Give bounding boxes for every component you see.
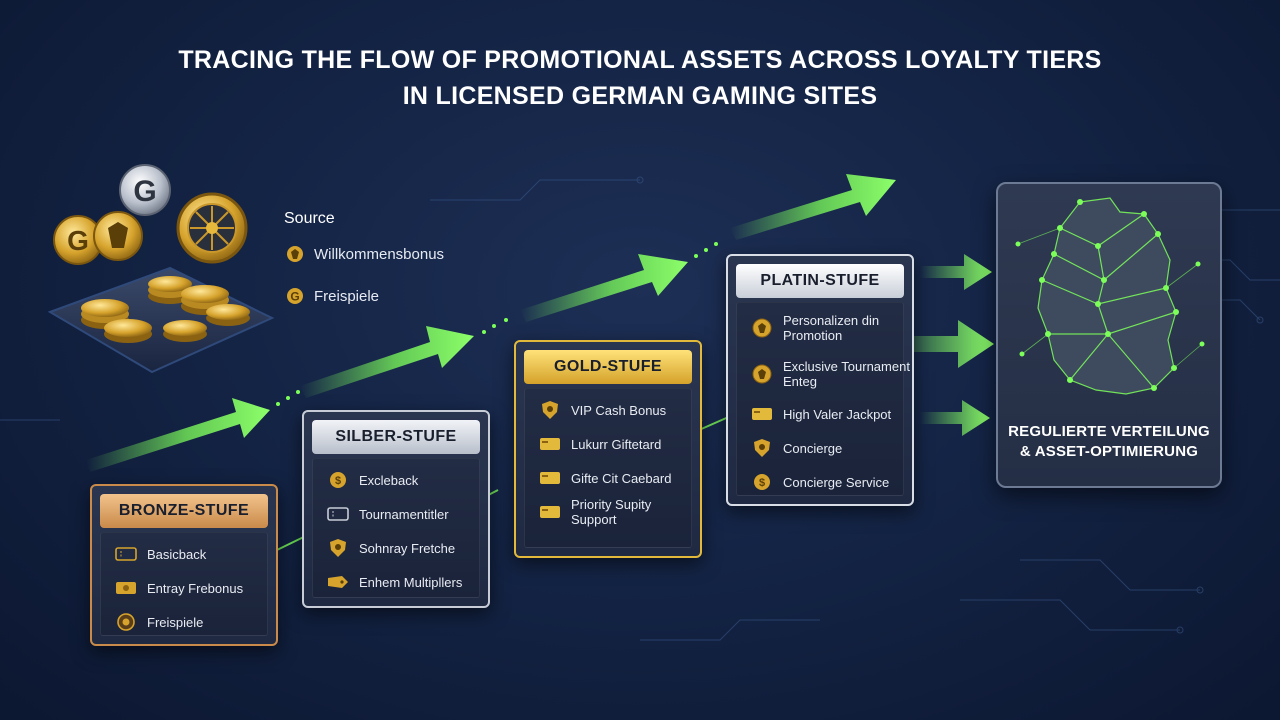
- svg-text:G: G: [67, 225, 89, 256]
- eagle-coin-icon: [284, 243, 306, 265]
- tier-item: VIP Cash Bonus: [539, 399, 683, 421]
- shield-icon: [751, 437, 773, 459]
- tier-item: Lukurr Giftetard: [539, 433, 683, 455]
- tier-body: Basicback Entray Frebonus Freispiele: [100, 532, 268, 636]
- tier-item: Enhem Multipllers: [327, 571, 471, 593]
- tier-item-label: Tournamentitler: [359, 506, 449, 522]
- dollar-coin-icon: $: [751, 471, 773, 493]
- destination-line-2: & ASSET-OPTIMIERUNG: [1019, 443, 1199, 460]
- card-icon: [751, 403, 773, 425]
- tier-item-label: Lukurr Giftetard: [571, 436, 662, 452]
- medal-icon: [115, 611, 137, 633]
- tier-item-label: Gifte Cit Caebard: [571, 470, 672, 486]
- page-title: TRACING THE FLOW OF PROMOTIONAL ASSETS A…: [0, 42, 1280, 114]
- germany-map-icon: [1015, 197, 1205, 395]
- card-icon: [539, 467, 561, 489]
- eagle-coin-large: [93, 211, 143, 261]
- source-item-label: Willkommensbonus: [314, 245, 445, 263]
- tier-item-label: Sohnray Fretche: [359, 540, 456, 556]
- card-icon: [539, 501, 561, 523]
- destination-caption: REGULIERTE VERTEILUNG & ASSET-OPTIMIERUN…: [998, 422, 1220, 462]
- destination-line-1: REGULIERTE VERTEILUNG: [1008, 423, 1210, 440]
- tier-title: SILBER-STUFE: [312, 420, 480, 454]
- tier-title: BRONZE-STUFE: [100, 494, 268, 528]
- eagle-coin-icon: [751, 317, 773, 339]
- svg-text:G: G: [290, 290, 299, 304]
- tier-item-label: Concierge Service: [783, 474, 890, 490]
- svg-text:$: $: [335, 475, 341, 487]
- source-legend: Source Willkommensbonus G Freispiele: [284, 210, 504, 326]
- title-line-1: TRACING THE FLOW OF PROMOTIONAL ASSETS A…: [178, 46, 1102, 74]
- shield-icon: [539, 399, 561, 421]
- destination-map-card: REGULIERTE VERTEILUNG & ASSET-OPTIMIERUN…: [996, 182, 1222, 488]
- svg-text:$: $: [759, 477, 765, 489]
- source-label: Source: [284, 210, 335, 227]
- tier-title: PLATIN-STUFE: [736, 264, 904, 298]
- ticket-icon: [115, 543, 137, 565]
- source-item-willkommensbonus: Willkommensbonus: [284, 242, 504, 266]
- wheel-coin: [176, 192, 248, 264]
- tier-item-label: Excleback: [359, 472, 419, 488]
- tier-item: $ Excleback: [327, 469, 471, 491]
- tier-item-label: VIP Cash Bonus: [571, 402, 667, 418]
- tier-item: Concierge: [751, 437, 895, 459]
- tier-card-gold: GOLD-STUFE VIP Cash Bonus Lukurr Gifteta…: [514, 340, 702, 558]
- flow-arrow-3: [520, 254, 688, 322]
- tier-item: Personalizen din Promotion: [751, 313, 901, 343]
- tier-body: VIP Cash Bonus Lukurr Giftetard Gifte Ci…: [524, 388, 692, 548]
- flow-arrow-4: [730, 174, 896, 240]
- tier-item-label: Concierge: [783, 440, 843, 456]
- flow-arrow-2: [300, 326, 474, 398]
- g-coin-large: G: [53, 215, 103, 265]
- coin-stack-illustration: G G: [47, 164, 275, 374]
- tier-item-label: Personalizen din Promotion: [783, 313, 880, 343]
- tier-item-label: Entray Frebonus: [147, 580, 244, 596]
- tier-item: Tournamentitler: [327, 503, 471, 525]
- dollar-coin-icon: $: [327, 469, 349, 491]
- map-arrows: [890, 254, 994, 436]
- tier-item: Sohnray Fretche: [327, 537, 471, 559]
- coin-stacks: [81, 276, 250, 343]
- tier-item-label: Exclusive Tournament Enteg: [783, 359, 910, 389]
- source-item-label: Freispiele: [314, 287, 380, 305]
- tier-card-platin: PLATIN-STUFE Personalizen din Promotion …: [726, 254, 914, 506]
- tier-item-label: Enhem Multipllers: [359, 574, 463, 590]
- flow-dots: [276, 242, 718, 406]
- eagle-coin-icon: [751, 363, 773, 385]
- tier-item: Exclusive Tournament Enteg: [751, 359, 911, 389]
- source-item-freispiele: G Freispiele: [284, 284, 504, 308]
- tier-item-label: Basicback: [147, 546, 207, 562]
- tier-title: GOLD-STUFE: [524, 350, 692, 384]
- tier-item-label: Freispiele: [147, 614, 204, 630]
- tier-body: $ Excleback Tournamentitler Sohnray Fret…: [312, 458, 480, 598]
- tier-card-bronze: BRONZE-STUFE Basicback Entray Frebonus F…: [90, 484, 278, 646]
- svg-text:G: G: [133, 175, 156, 208]
- tier-body: Personalizen din Promotion Exclusive Tou…: [736, 302, 910, 496]
- tier-card-silber: SILBER-STUFE $ Excleback Tournamentitler…: [302, 410, 490, 608]
- cash-icon: [115, 577, 137, 599]
- tag-icon: [327, 571, 349, 593]
- g-coin-icon: G: [284, 285, 306, 307]
- tier-item: Freispiele: [115, 611, 259, 633]
- g-silver-coin: G: [119, 164, 171, 216]
- card-icon: [539, 433, 561, 455]
- flow-arrow-1: [86, 398, 270, 472]
- tier-item: Entray Frebonus: [115, 577, 259, 599]
- ticket-icon: [327, 503, 349, 525]
- tier-item-label: Priority Supity Support: [571, 497, 652, 527]
- tier-item: $ Concierge Service: [751, 471, 895, 493]
- shield-icon: [327, 537, 349, 559]
- tier-item: Basicback: [115, 543, 259, 565]
- tier-item: High Valer Jackpot: [751, 403, 895, 425]
- tier-item: Priority Supity Support: [539, 497, 669, 527]
- title-line-2: IN LICENSED GERMAN GAMING SITES: [402, 82, 878, 110]
- tier-item: Gifte Cit Caebard: [539, 467, 683, 489]
- tier-item-label: High Valer Jackpot: [783, 406, 892, 422]
